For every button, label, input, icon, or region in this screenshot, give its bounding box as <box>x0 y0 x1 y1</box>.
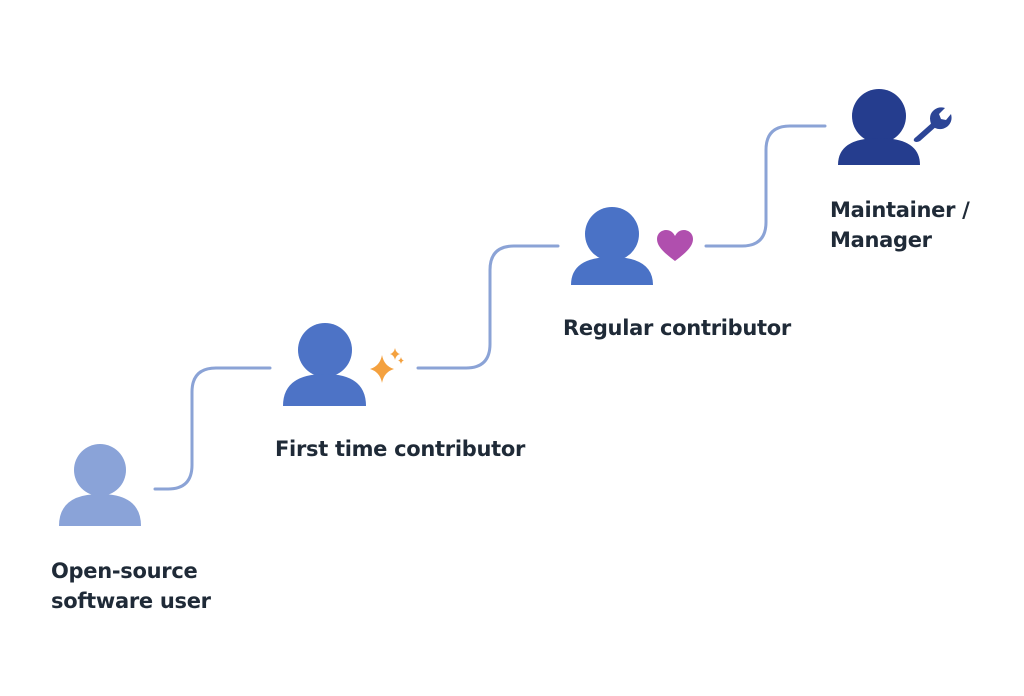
stage-label-regular-contributor: Regular contributor <box>563 313 791 343</box>
label-line: software user <box>51 589 211 613</box>
person-icon <box>838 89 920 165</box>
stage-label-first-time-contributor: First time contributor <box>275 434 525 464</box>
person-icon <box>571 207 653 285</box>
label-line: Regular contributor <box>563 316 791 340</box>
sparkle-icon <box>370 348 404 383</box>
journey-path <box>153 366 272 491</box>
label-line: Maintainer / <box>830 198 970 222</box>
journey-path <box>416 244 560 370</box>
label-line: Open-source <box>51 559 198 583</box>
heart-icon <box>657 230 693 261</box>
journey-path <box>704 124 827 248</box>
label-line: Manager <box>830 228 932 252</box>
person-icon <box>283 323 366 406</box>
stage-label-maintainer-manager: Maintainer / Manager <box>830 195 970 255</box>
label-line: First time contributor <box>275 437 526 461</box>
wrench-icon <box>913 107 952 142</box>
stage-label-open-source-user: Open-source software user <box>51 556 211 616</box>
person-icon <box>59 444 141 526</box>
